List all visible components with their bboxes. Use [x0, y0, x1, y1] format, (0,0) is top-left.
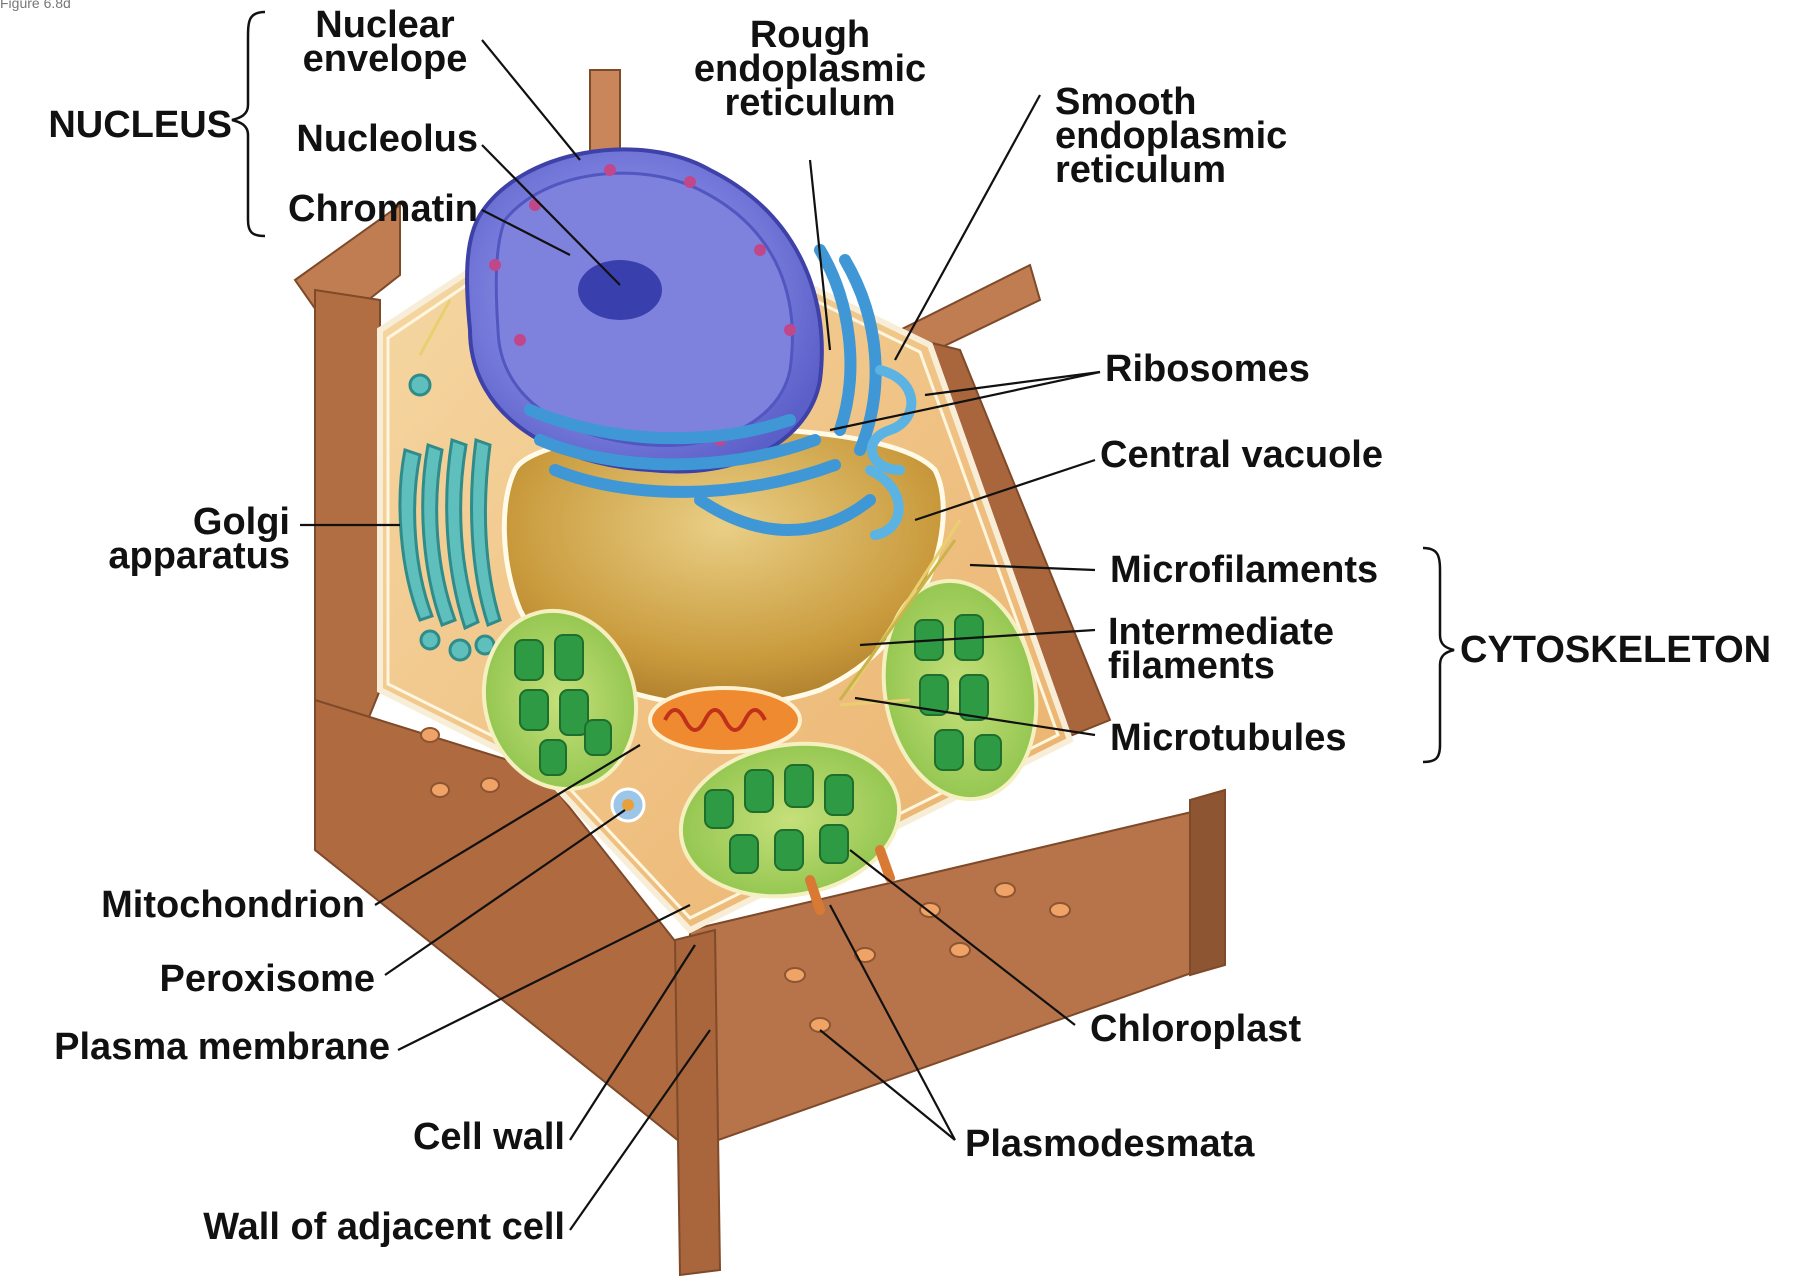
nuclear-envelope-line-1: Nuclear: [280, 8, 490, 42]
rough-er-label: Rough endoplasmic reticulum: [660, 18, 960, 120]
mitochondrion-label: Mitochondrion: [20, 888, 365, 922]
golgi-label: Golgi apparatus: [60, 505, 290, 573]
mitochondrion: [650, 688, 800, 752]
chromatin-label: Chromatin: [240, 192, 478, 226]
figure-caption: Figure 6.8d: [0, 0, 71, 10]
smooth-er-line-3: reticulum: [1055, 153, 1287, 187]
golgi-line-1: Golgi: [60, 505, 290, 539]
chloroplast-label: Chloroplast: [1090, 1012, 1301, 1046]
plasma-membrane-label: Plasma membrane: [0, 1030, 390, 1064]
cytoskeleton-group-label: CYTOSKELETON: [1460, 633, 1771, 667]
central-vacuole-label: Central vacuole: [1100, 438, 1383, 472]
rough-er-line-1: Rough: [660, 18, 960, 52]
peroxisome-label: Peroxisome: [20, 962, 375, 996]
ribosomes-label: Ribosomes: [1105, 352, 1310, 386]
microtubules-label: Microtubules: [1110, 721, 1346, 755]
intermediate-filaments-line-2: filaments: [1108, 649, 1334, 683]
golgi-line-2: apparatus: [60, 539, 290, 573]
adjacent-wall-bottom: [675, 930, 720, 1275]
smooth-er-label: Smooth endoplasmic reticulum: [1055, 85, 1287, 187]
plasmodesmata-label: Plasmodesmata: [965, 1127, 1254, 1161]
smooth-er-line-2: endoplasmic: [1055, 119, 1287, 153]
nucleolus-label: Nucleolus: [240, 122, 478, 156]
front-right-edge: [1190, 790, 1225, 975]
rough-er-line-3: reticulum: [660, 86, 960, 120]
nucleolus: [578, 260, 662, 320]
smooth-er-line-1: Smooth: [1055, 85, 1287, 119]
nuclear-envelope-label: Nuclear envelope: [280, 8, 490, 76]
cytoskeleton-bracket: [1423, 548, 1454, 762]
cell-wall-label: Cell wall: [200, 1120, 565, 1154]
intermediate-filaments-line-1: Intermediate: [1108, 615, 1334, 649]
nuclear-envelope-line-2: envelope: [280, 42, 490, 76]
intermediate-filaments-label: Intermediate filaments: [1108, 615, 1334, 683]
microfilaments-label: Microfilaments: [1110, 553, 1378, 587]
nucleus-group-label: NUCLEUS: [10, 108, 232, 142]
rough-er-line-2: endoplasmic: [660, 52, 960, 86]
wall-of-adjacent-cell-label: Wall of adjacent cell: [100, 1210, 565, 1244]
